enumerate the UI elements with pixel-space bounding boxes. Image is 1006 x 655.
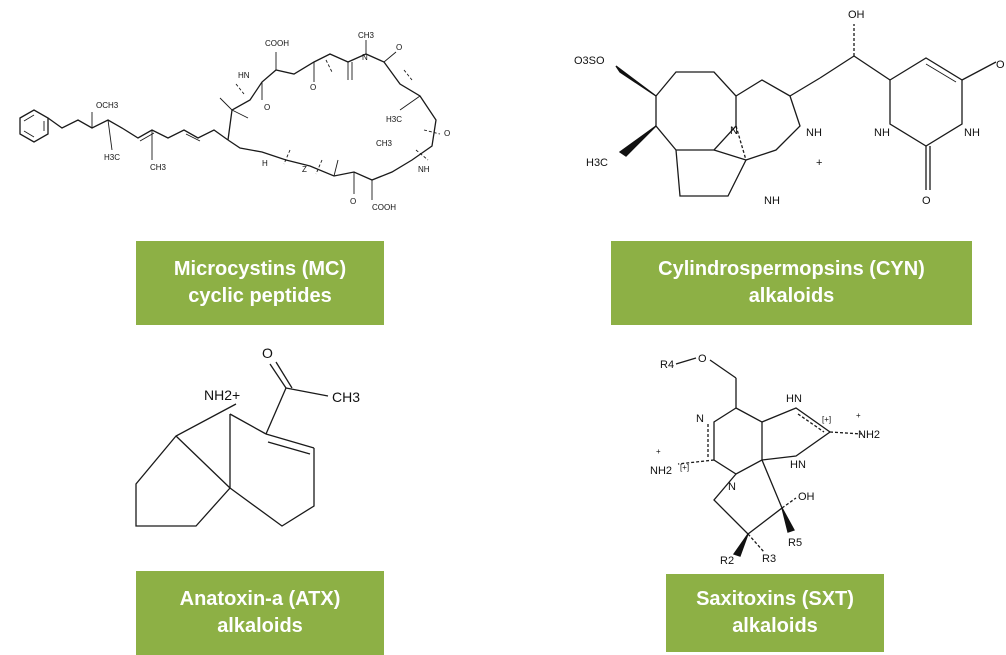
mc-atom-hn: HN [238, 71, 250, 80]
cyn-atom-nh4: NH [964, 127, 980, 139]
atx-atom-o: O [262, 345, 273, 361]
sxt-atom-r2: R2 [720, 555, 734, 567]
anatoxin-class: alkaloids [217, 615, 303, 637]
mc-atom-cooh-top: COOH [265, 39, 289, 48]
cyn-atom-nh3: NH [874, 127, 890, 139]
mc-atom-o5: O [444, 129, 450, 138]
anatoxin-panel: NH2+ O CH3 Anatoxin-a (ATX) alkaloids [0, 330, 500, 655]
sxt-atom-r4: R4 [660, 359, 674, 371]
cylindrospermopsin-caption: Cylindrospermopsins (CYN) alkaloids [611, 241, 972, 325]
mc-atom-ch3-mid: CH3 [150, 163, 167, 172]
mc-atom-h: H [262, 159, 268, 168]
cyn-atom-o-bottom: O [922, 195, 931, 207]
cyn-atom-plus: + [816, 157, 822, 169]
microcystin-name: Microcystins (MC) [173, 258, 347, 280]
sxt-atom-oh: OH [798, 491, 815, 503]
cyn-atom-o-top: O [996, 59, 1005, 71]
sxt-atom-plus-bracket: [+] [822, 415, 831, 424]
sxt-atom-n-center: N [728, 481, 736, 493]
mc-atom-o3: O [264, 103, 270, 112]
mc-atom-o4: O [350, 197, 356, 206]
cylindrospermopsin-panel: O3SO OH H3C N NH + NH NH NH O O Cylindro… [500, 0, 1006, 330]
mc-atom-h3c-right: H3C [386, 115, 402, 124]
cylindrospermopsin-class: alkaloids [748, 285, 835, 307]
atx-atom-ch3: CH3 [332, 389, 360, 405]
saxitoxin-class: alkaloids [732, 615, 818, 637]
microcystin-caption: Microcystins (MC) cyclic peptides [136, 241, 384, 325]
cyn-atom-n: N [730, 125, 738, 137]
mc-atom-och3: OCH3 [96, 101, 119, 110]
saxitoxin-caption: Saxitoxins (SXT) alkaloids [666, 574, 884, 652]
mc-atom-ch3-low: CH3 [376, 139, 393, 148]
sxt-atom-n-left: N [696, 413, 704, 425]
sxt-atom-plus-left: + [656, 447, 661, 456]
mc-atom-o2: O [310, 83, 316, 92]
mc-atom-z: Z [302, 165, 307, 174]
mc-atom-h3c: H3C [104, 153, 120, 162]
saxitoxin-name: Saxitoxins (SXT) [696, 588, 854, 610]
atx-atom-nh2: NH2+ [204, 387, 240, 403]
microcystin-structure: COOH CH3 N O O O HN OCH3 H3C CH3 H3C NH … [19, 31, 450, 212]
cyn-atom-oh: OH [848, 9, 865, 21]
saxitoxin-structure: R4 O N HN [+] + NH2 NH2 + [+] N HN OH R5… [650, 353, 880, 567]
sxt-atom-r3: R3 [762, 553, 776, 565]
anatoxin-name: Anatoxin-a (ATX) [179, 588, 341, 610]
cylindrospermopsin-name: Cylindrospermopsins (CYN) [658, 258, 925, 280]
cyn-atom-nh2: NH [764, 195, 780, 207]
mc-atom-nh-bottom: NH [418, 165, 430, 174]
sxt-atom-nh2-left: NH2 [650, 465, 672, 477]
mc-atom-o1: O [396, 43, 402, 52]
sxt-atom-r5: R5 [788, 537, 802, 549]
sxt-atom-plus-bracket-left: [+] [680, 463, 689, 472]
cyn-atom-nh1: NH [806, 127, 822, 139]
sxt-atom-hn-bottom: HN [790, 459, 806, 471]
mc-atom-cooh-bottom: COOH [372, 203, 396, 212]
sxt-atom-plus: + [856, 411, 861, 420]
microcystin-class: cyclic peptides [188, 285, 332, 307]
cylindrospermopsin-structure: O3SO OH H3C N NH + NH NH NH O O [574, 9, 1005, 207]
cyn-atom-hc: H3C [586, 157, 608, 169]
anatoxin-caption: Anatoxin-a (ATX) alkaloids [136, 571, 384, 655]
mc-atom-ch3-top: CH3 [358, 31, 375, 40]
microcystin-panel: COOH CH3 N O O O HN OCH3 H3C CH3 H3C NH … [0, 0, 500, 330]
anatoxin-structure: NH2+ O CH3 [135, 345, 360, 527]
sxt-atom-nh2-right: NH2 [858, 429, 880, 441]
cyn-atom-oso: O3SO [574, 55, 605, 67]
sxt-atom-hn-top: HN [786, 393, 802, 405]
sxt-atom-o: O [698, 353, 707, 365]
saxitoxin-panel: R4 O N HN [+] + NH2 NH2 + [+] N HN OH R5… [500, 330, 1006, 655]
mc-atom-n-methyl: N [362, 53, 368, 62]
